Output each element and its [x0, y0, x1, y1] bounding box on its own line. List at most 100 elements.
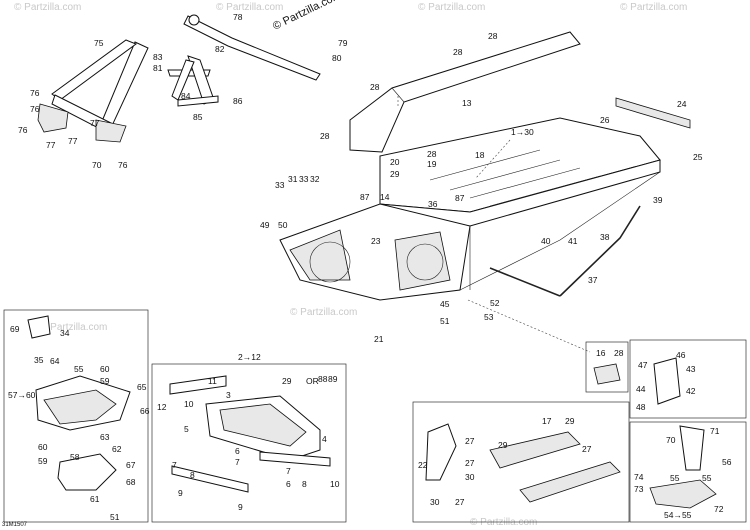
- callout-label: 72: [714, 504, 724, 514]
- callout-label: 75: [94, 38, 104, 48]
- callout-label: 83: [153, 52, 163, 62]
- callout-label: 23: [371, 236, 381, 246]
- callout-label: 68: [126, 477, 136, 487]
- belly-pan-box: [151, 363, 347, 523]
- callout-label: 80: [332, 53, 342, 63]
- callout-label: 55: [702, 473, 712, 483]
- callout-label: 33: [275, 180, 285, 190]
- side-bracket-panel: [412, 401, 630, 523]
- motor-mount-box: [629, 339, 747, 419]
- main-chassis-frame: [279, 117, 661, 301]
- callout-label: 5: [184, 424, 189, 434]
- callout-label: 28: [614, 348, 624, 358]
- callout-label: 25: [693, 152, 703, 162]
- callout-label: 22: [418, 460, 428, 470]
- callout-label: 10: [184, 399, 194, 409]
- callout-label: 53: [484, 312, 494, 322]
- callout-label: 31: [288, 174, 298, 184]
- watermark-text: © Partzilla.com: [290, 307, 357, 318]
- inset-16-panel: [585, 341, 629, 393]
- rear-shock: [183, 14, 321, 81]
- callout-label: 77: [90, 118, 100, 128]
- callout-label: 88: [318, 374, 328, 384]
- callout-label: 21: [374, 334, 384, 344]
- callout-label: 36: [428, 199, 438, 209]
- callout-label: 76: [30, 104, 40, 114]
- callout-label: 11: [208, 376, 217, 386]
- watermark-text: © Partzilla.com: [14, 2, 81, 13]
- callout-label: 41: [568, 236, 578, 246]
- inset-16-box: [585, 341, 629, 393]
- callout-label: 52: [490, 298, 500, 308]
- callout-label: 28: [453, 47, 463, 57]
- callout-label: 59: [38, 456, 48, 466]
- callout-label: 61: [90, 494, 100, 504]
- callout-label: 14: [380, 192, 390, 202]
- callout-label: 73: [634, 484, 644, 494]
- callout-label: 69: [10, 324, 20, 334]
- callout-label: 39: [653, 195, 663, 205]
- callout-label: 30: [465, 472, 475, 482]
- callout-label: 30: [430, 497, 440, 507]
- callout-label: 65: [137, 382, 147, 392]
- watermark-text: © Partzilla.com: [620, 2, 687, 13]
- callout-label: 7: [235, 457, 240, 467]
- callout-label: 58: [70, 452, 80, 462]
- callout-label: 27: [465, 436, 475, 446]
- callout-label: 71: [710, 426, 720, 436]
- callout-label: 27: [465, 458, 475, 468]
- front-bumper-box: [3, 309, 149, 523]
- callout-label: 57→60: [8, 390, 36, 400]
- callout-label: OR: [306, 376, 319, 386]
- watermark-text: © Partzilla.com: [470, 517, 537, 528]
- callout-label: 84: [181, 91, 191, 101]
- callout-label: 19: [427, 159, 437, 169]
- diagram-code: 31M1507: [2, 522, 28, 528]
- callout-label: 4: [322, 434, 327, 444]
- callout-label: 64: [50, 356, 60, 366]
- callout-label: 20: [390, 157, 400, 167]
- callout-label: 26: [600, 115, 610, 125]
- callout-label: 54→55: [664, 510, 692, 520]
- callout-label: 28: [370, 82, 380, 92]
- callout-label: 59: [100, 376, 110, 386]
- callout-label: 18: [475, 150, 485, 160]
- callout-label: 51: [440, 316, 450, 326]
- callout-label: 8: [302, 479, 307, 489]
- callout-label: 42: [686, 386, 696, 396]
- callout-label: 82: [215, 44, 225, 54]
- callout-label: 63: [100, 432, 110, 442]
- tunnel-panel: [349, 31, 581, 153]
- callout-label: 76: [30, 88, 40, 98]
- callout-label: 24: [677, 99, 687, 109]
- steering-bar: [489, 205, 641, 297]
- watermark-text: © Partzilla.com: [216, 2, 283, 13]
- callout-label: 51: [110, 512, 120, 522]
- watermark-text: © Partzilla.com: [418, 2, 485, 13]
- callout-label: 55: [670, 473, 680, 483]
- rear-arm-assembly: [37, 39, 149, 143]
- callout-label: 79: [338, 38, 348, 48]
- callout-label: 29: [498, 440, 508, 450]
- callout-label: 1→30: [511, 127, 534, 137]
- callout-label: 77: [46, 140, 56, 150]
- callout-label: 48: [636, 402, 646, 412]
- skid-plate-panel: [629, 421, 747, 523]
- callout-label: 76: [118, 160, 128, 170]
- callout-label: 9: [178, 488, 183, 498]
- front-bumper-panel: [3, 309, 149, 523]
- callout-label: 27: [582, 444, 592, 454]
- callout-label: 87: [360, 192, 370, 202]
- callout-label: 9: [238, 502, 243, 512]
- callout-label: 33: [299, 174, 309, 184]
- callout-label: 6: [235, 446, 240, 456]
- callout-label: 43: [686, 364, 696, 374]
- callout-label: 28: [427, 149, 437, 159]
- callout-label: 28: [488, 31, 498, 41]
- callout-label: 12: [157, 402, 167, 412]
- callout-labels: 75 76 76 76 77 77 77 70 76 78 79 80 83 8…: [2, 12, 732, 528]
- callout-label: 89: [328, 374, 338, 384]
- side-bracket-box: [412, 401, 630, 523]
- callout-label: 17: [542, 416, 552, 426]
